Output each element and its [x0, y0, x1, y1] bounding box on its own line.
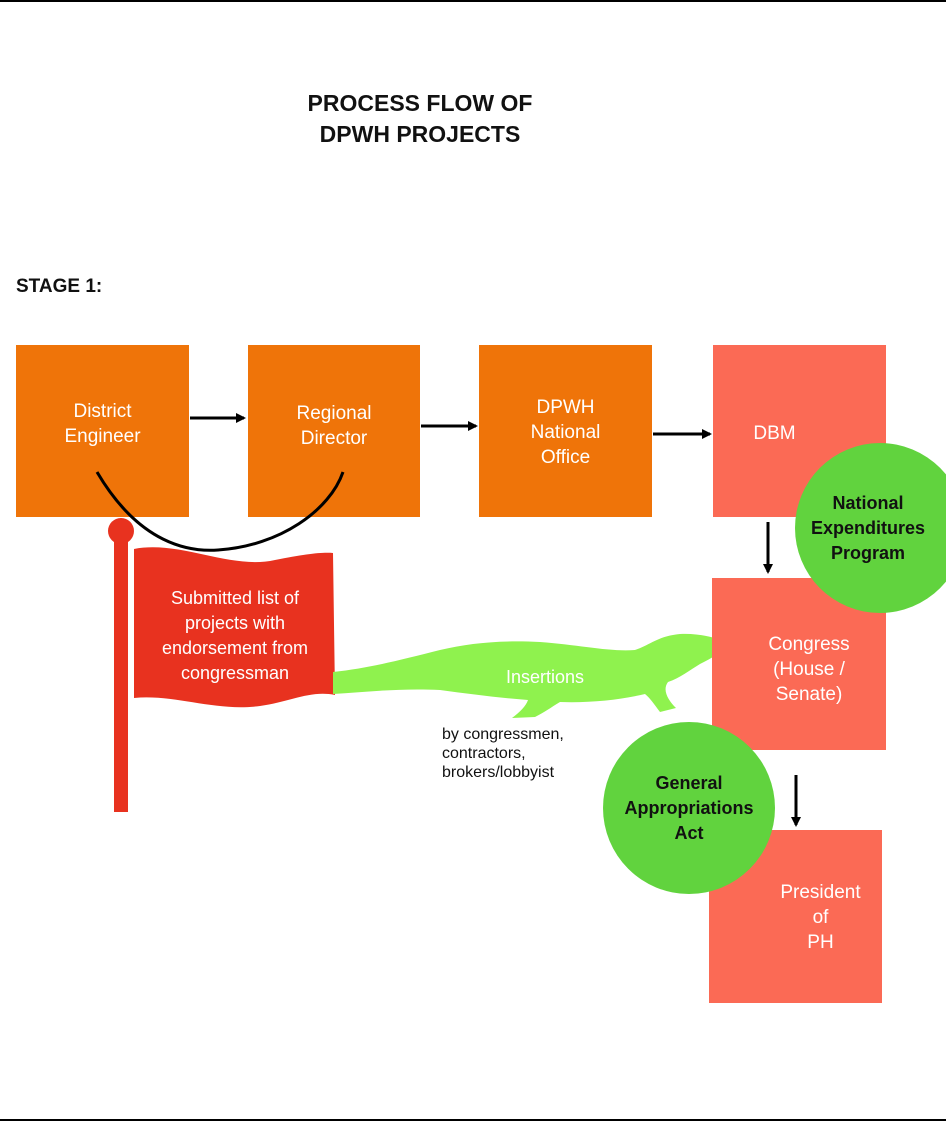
flag-pole — [114, 535, 128, 812]
crocodile-shape — [333, 633, 732, 718]
insertions-label: Insertions — [505, 667, 585, 687]
node-district-engineer: District Engineer — [16, 345, 189, 517]
circle-national-expenditures-program: National Expenditures Program — [795, 443, 946, 613]
flag-text: Submitted list of projects with endorsem… — [161, 588, 309, 683]
endorsement-arc — [95, 471, 345, 552]
page-title: PROCESS FLOW OF DPWH PROJECTS — [307, 90, 533, 147]
node-regional-director: Regional Director — [248, 345, 420, 517]
top-rule — [0, 0, 946, 2]
bottom-rule — [0, 1119, 946, 1121]
insertions-note: by congressmen, contractors, brokers/lob… — [442, 726, 564, 781]
flag-pole-knob — [108, 518, 134, 544]
flag-banner — [134, 547, 335, 708]
circle-general-appropriations-act: General Appropriations Act — [603, 722, 775, 894]
stage-label: STAGE 1: — [16, 276, 103, 297]
node-dpwh-national-office: DPWH National Office — [479, 345, 652, 517]
